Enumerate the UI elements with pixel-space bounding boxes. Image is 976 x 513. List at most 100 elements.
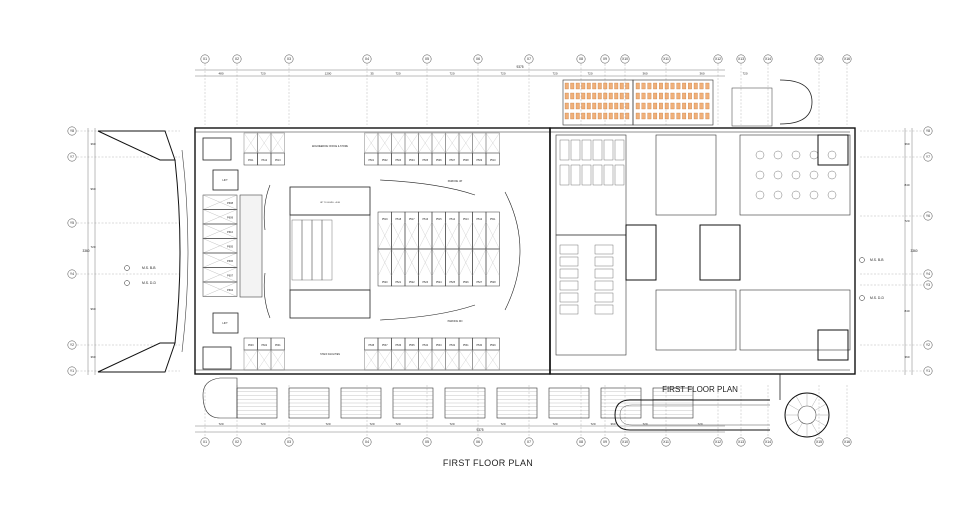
roof-hatch-right [664, 102, 669, 110]
parking-stall-hatch [404, 349, 419, 371]
stair-core-bottom [202, 346, 232, 370]
grid-bubble-right [923, 211, 933, 221]
dining-table [755, 150, 765, 160]
office-desk [559, 280, 579, 291]
roof-hatch-left [575, 102, 580, 110]
grid-label-bottom: X13 [738, 440, 744, 444]
ramp-arrow [263, 272, 271, 319]
parking-bay-label: P534 [422, 344, 428, 347]
dimension-text-right: 840 [904, 183, 909, 187]
parking-bay-label: P525 [449, 281, 455, 284]
roof-hatch-left [597, 92, 602, 100]
grid-label-left: Y8 [70, 129, 74, 133]
office-desk [559, 139, 570, 161]
dimension-text-left: 360 [90, 142, 95, 146]
section-label-left: M.S. D-D [142, 281, 156, 285]
grid-label-top: X2 [235, 57, 239, 61]
parking-bay-label: P521 [395, 281, 401, 284]
grid-bubble-bottom [422, 437, 432, 447]
grid-label-bottom: X14 [765, 440, 771, 444]
roof-hatch-right [659, 112, 663, 120]
parking-bay-hatch [458, 221, 473, 250]
parking-bay-label: P613 [275, 159, 281, 162]
dining-table [773, 190, 783, 200]
parking-bay-label: P535 [409, 344, 415, 347]
grid-label-top: X13 [738, 57, 744, 61]
parking-stall-hatch [418, 349, 433, 371]
roof-hatch-right [653, 92, 658, 100]
parking-bay-label: P515 [436, 218, 442, 221]
parking-bay-label: P505 [422, 159, 428, 162]
dimension-text-right: 840 [904, 309, 909, 313]
roof-hatch-right [641, 82, 646, 90]
core-room [321, 219, 333, 281]
dimension-text-bottom: 720 [369, 422, 374, 426]
parking-bay-label: P608 [227, 201, 234, 205]
roof-hatch-right [664, 112, 669, 120]
dimension-text-top: 720 [395, 72, 400, 76]
grid-label-bottom: X3 [287, 440, 291, 444]
dimension-text-top: 35 [370, 72, 374, 76]
office-desk [592, 164, 603, 186]
parking-bay-hatch [391, 221, 406, 250]
grid-bubble-top [473, 54, 483, 64]
spiral-stair-tread [814, 419, 827, 427]
dimension-text-top: 480 [218, 72, 223, 76]
dining-table [773, 170, 783, 180]
parking-bay-hatch [472, 248, 487, 277]
parking-bay-hatch [445, 221, 460, 250]
grid-bubble-left [67, 366, 77, 376]
lift-shaft-center [625, 224, 657, 281]
dimension-text-top: 1200 [325, 72, 332, 76]
office-desk [603, 139, 614, 161]
parking-stall-bottom [270, 349, 285, 371]
roof-hatch-left [581, 92, 586, 100]
core-room [311, 219, 323, 281]
parking-bay-label: P603 [248, 344, 254, 347]
roof-hatch-left [592, 92, 597, 100]
left-curved-facade [174, 159, 181, 344]
parking-stall-hatch [377, 132, 392, 154]
roof-hatch-right [705, 82, 710, 90]
overall-dimension-top: 9375 [516, 65, 523, 69]
parking-stall-hatch [472, 132, 487, 154]
grid-label-bottom: X11 [663, 440, 669, 444]
spiral-stair-tread [811, 422, 819, 435]
grid-label-bottom: X15 [816, 440, 822, 444]
parking-bay-label: P503 [395, 159, 401, 162]
dimension-text-bottom: 720 [500, 422, 505, 426]
dining-table [827, 170, 837, 180]
roof-hatch-left [603, 112, 608, 120]
grid-bubble-top [736, 54, 746, 64]
roof-hatch-left [614, 112, 619, 120]
parking-bay-label: P537 [382, 344, 388, 347]
grid-bubble-top [713, 54, 723, 64]
roof-hatch-left [570, 112, 575, 120]
parking-bay-hatch [418, 221, 433, 250]
grid-bubble-left [67, 218, 77, 228]
grid-label-top: X11 [663, 57, 669, 61]
lift-shaft-right [699, 224, 741, 281]
roof-hatch-left [625, 82, 630, 90]
section-marker-left [124, 280, 130, 286]
roof-hatch-right [682, 112, 687, 120]
parking-stall-hatch [445, 349, 460, 371]
grid-bubble-top [524, 54, 534, 64]
grid-label-top: X12 [715, 57, 721, 61]
roof-hatch-right [647, 82, 652, 90]
dimension-text-bottom: 720 [218, 422, 223, 426]
dining-table [791, 190, 801, 200]
spiral-stair-core [797, 405, 817, 425]
parking-bay-hatch [202, 223, 238, 239]
roof-hatch-left [592, 112, 597, 120]
roof-hatch-left [608, 112, 613, 120]
dimension-text-bottom: 720 [552, 422, 557, 426]
roof-hatch-left [575, 112, 580, 120]
grid-bubble-left [67, 269, 77, 279]
roof-hatch-right [647, 102, 652, 110]
parking-bay-label: P611 [248, 159, 254, 162]
dimension-text-top: 720 [500, 72, 505, 76]
dimension-text-top: 360 [699, 72, 704, 76]
roof-hatch-right [635, 82, 640, 90]
parking-stall-top [485, 132, 500, 154]
